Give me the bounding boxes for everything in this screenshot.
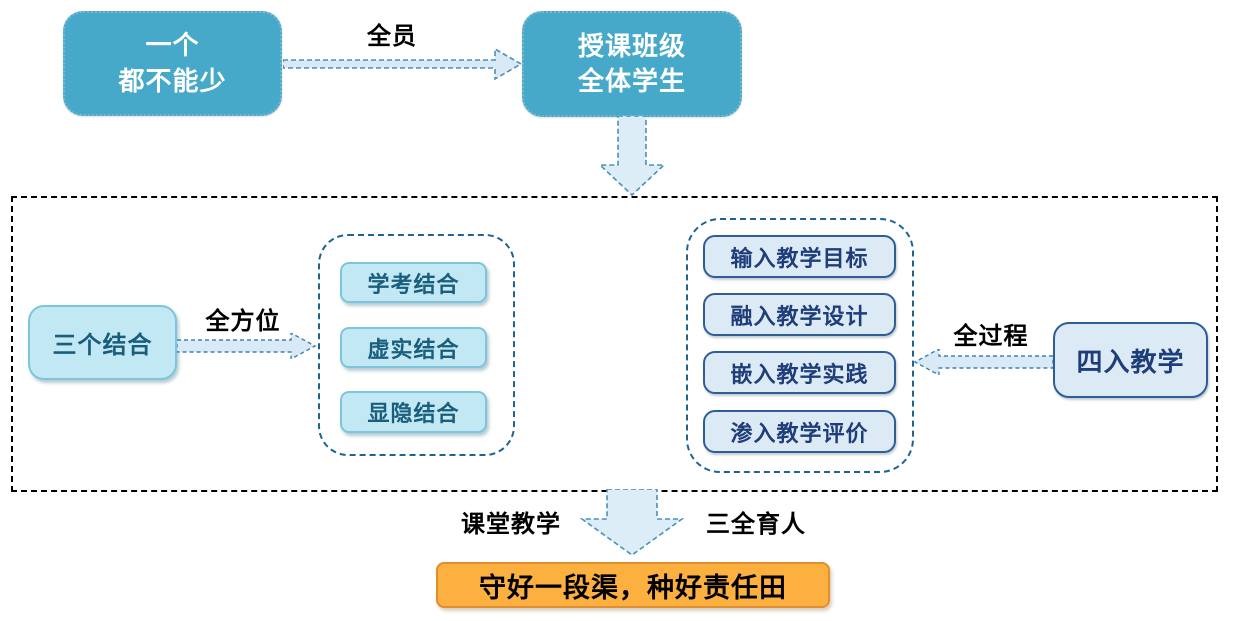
label-three-wide-education: 三全育人 xyxy=(706,511,806,538)
group-combinations xyxy=(318,234,515,456)
box-not-one-less: 一个 都不能少 xyxy=(63,11,282,116)
box-class-students: 授课班级 全体学生 xyxy=(522,11,742,117)
group-integrations xyxy=(686,218,914,473)
item-combination-virtual-real: 虚实结合 xyxy=(340,327,487,368)
arrow-down-bottom-icon xyxy=(580,489,684,556)
item-integration-evaluation: 渗入教学评价 xyxy=(703,410,896,453)
item-integration-goals: 输入教学目标 xyxy=(703,235,896,278)
box-four-integrations: 四入教学 xyxy=(1053,322,1208,398)
item-integration-design: 融入教学设计 xyxy=(703,293,896,336)
box-class-students-line1: 授课班级 xyxy=(577,30,686,61)
arrow-left-all-process-icon xyxy=(913,349,1053,375)
arrow-down-top-icon xyxy=(598,116,666,197)
arrow-right-all-members-icon xyxy=(283,47,523,81)
box-result-slogan: 守好一段渠，种好责任田 xyxy=(436,562,830,608)
label-classroom-teaching: 课堂教学 xyxy=(461,511,561,538)
box-class-students-line2: 全体学生 xyxy=(577,66,686,96)
item-integration-practice: 嵌入教学实践 xyxy=(703,351,896,394)
box-not-one-less-line2: 都不能少 xyxy=(118,65,227,96)
box-not-one-less-line1: 一个 xyxy=(145,30,200,61)
item-combination-explicit-implicit: 显隐结合 xyxy=(340,391,487,433)
arrow-right-all-dimensions-icon xyxy=(177,333,317,359)
item-combination-study-exam: 学考结合 xyxy=(340,262,487,303)
label-all-members: 全员 xyxy=(367,23,417,50)
box-three-combinations: 三个结合 xyxy=(28,305,177,380)
label-all-dimensions: 全方位 xyxy=(205,308,281,335)
label-all-process: 全过程 xyxy=(953,323,1029,350)
